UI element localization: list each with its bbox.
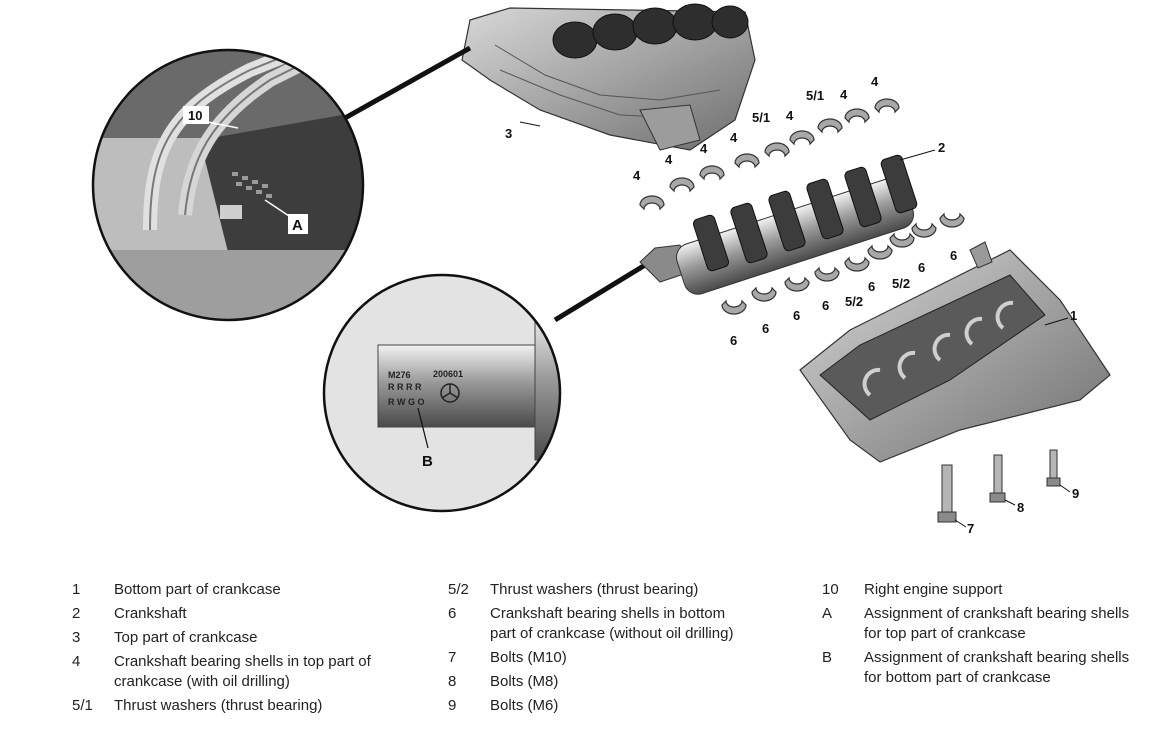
legend-item: 10 Right engine support [822, 580, 1162, 600]
legend-text: Crankshaft bearing shells in top part of… [114, 653, 371, 690]
callout-6-d: 6 [822, 298, 829, 313]
callout-4-c: 4 [700, 141, 708, 156]
legend-key: 4 [72, 653, 81, 670]
legend-text: Crankshaft [114, 605, 187, 622]
callout-8: 8 [1017, 500, 1024, 515]
callout-51-a: 5/1 [752, 110, 770, 125]
bolt-m8 [989, 454, 1006, 503]
callout-4-d: 4 [730, 130, 738, 145]
stamp-row2: R W G O [388, 397, 425, 407]
legend-item: 9 Bolts (M6) [448, 696, 788, 716]
legend-key: 7 [448, 649, 457, 666]
legend-key: 5/1 [72, 697, 93, 714]
callout-4-b: 4 [665, 152, 673, 167]
callout-6-f: 6 [918, 260, 925, 275]
callout-a: A [292, 217, 303, 234]
upper-bearing-shells [639, 98, 900, 211]
legend-item: 3 Top part of crankcase [72, 628, 412, 648]
top-crankcase [461, 3, 756, 151]
legend-item: 5/2 Thrust washers (thrust bearing) [448, 580, 788, 600]
callout-3: 3 [505, 126, 512, 141]
callout-2: 2 [938, 140, 945, 155]
legend-text: Crankshaft bearing shells in bottom part… [490, 605, 734, 642]
legend-item: 2 Crankshaft [72, 604, 412, 624]
stamp-date: 200601 [433, 369, 463, 379]
legend-key: 2 [72, 605, 81, 622]
legend-column-1: 1 Bottom part of crankcase 2 Crankshaft 3 Top… [72, 580, 412, 720]
bolt-m6 [1046, 449, 1061, 487]
legend-key: 1 [72, 581, 81, 598]
legend-key: 3 [72, 629, 81, 646]
callout-6-a: 6 [730, 333, 737, 348]
legend-item: 6 Crankshaft bearing shells in bottom par… [448, 604, 788, 644]
legend-text: Assignment of crankshaft bearing shells … [864, 605, 1130, 642]
crankshaft [639, 154, 918, 295]
zoom-leader-b [553, 259, 652, 323]
exploded-engine-diagram: 10 A M276 200601 R R R R R W G O B 2 [91, 3, 1111, 536]
callout-6-c: 6 [793, 308, 800, 323]
callout-4-f: 4 [840, 87, 848, 102]
callout-b: B [422, 453, 433, 470]
legend-text: Bolts (M8) [490, 673, 559, 690]
callout-4-e: 4 [786, 108, 794, 123]
stamp-row1: R R R R [388, 382, 422, 392]
callout-6-e: 6 [868, 279, 875, 294]
lower-bearing-shells [721, 212, 965, 315]
legend-text: Bottom part of crankcase [114, 581, 281, 598]
legend-item: 8 Bolts (M8) [448, 672, 788, 692]
legend-text: Bolts (M10) [490, 649, 567, 666]
callout-10: 10 [188, 108, 202, 123]
zoom-detail-b [324, 275, 560, 511]
legend-text: Right engine support [864, 581, 1003, 598]
legend-key: B [822, 649, 833, 666]
zoom-leader-a [343, 45, 472, 121]
callout-4-a: 4 [633, 168, 641, 183]
legend-item: B Assignment of crankshaft bearing shells… [822, 648, 1162, 688]
callout-7: 7 [967, 521, 974, 536]
callout-9: 9 [1072, 486, 1079, 501]
legend-item: 5/1 Thrust washers (thrust bearing) [72, 696, 412, 716]
callout-6-b: 6 [762, 321, 769, 336]
callout-1: 1 [1070, 308, 1077, 323]
bottom-crankcase [799, 241, 1111, 463]
legend-text: Thrust washers (thrust bearing) [114, 697, 323, 714]
bolt-m10 [937, 464, 957, 523]
callout-52-a: 5/2 [845, 294, 863, 309]
legend-key: 6 [448, 605, 457, 622]
legend-item: 1 Bottom part of crankcase [72, 580, 412, 600]
legend-key: 5/2 [448, 581, 469, 598]
callout-52-b: 5/2 [892, 276, 910, 291]
callout-51-b: 5/1 [806, 88, 824, 103]
legend-key: 10 [822, 581, 839, 598]
legend-text: Bolts (M6) [490, 697, 559, 714]
legend-key: 8 [448, 673, 457, 690]
legend-item: A Assignment of crankshaft bearing shells… [822, 604, 1162, 644]
callout-6-g: 6 [950, 248, 957, 263]
legend-item: 4 Crankshaft bearing shells in top part o… [72, 652, 412, 692]
legend-key: 9 [448, 697, 457, 714]
legend-text: Thrust washers (thrust bearing) [490, 581, 699, 598]
legend-text: Assignment of crankshaft bearing shells … [864, 649, 1130, 686]
legend-column-2: 5/2 Thrust washers (thrust bearing) 6 Crank… [448, 580, 788, 720]
stamp-code: M276 [388, 370, 411, 380]
legend-text: Top part of crankcase [114, 629, 258, 646]
callout-4-g: 4 [871, 74, 879, 89]
legend-key: A [822, 605, 833, 622]
legend-item: 7 Bolts (M10) [448, 648, 788, 668]
